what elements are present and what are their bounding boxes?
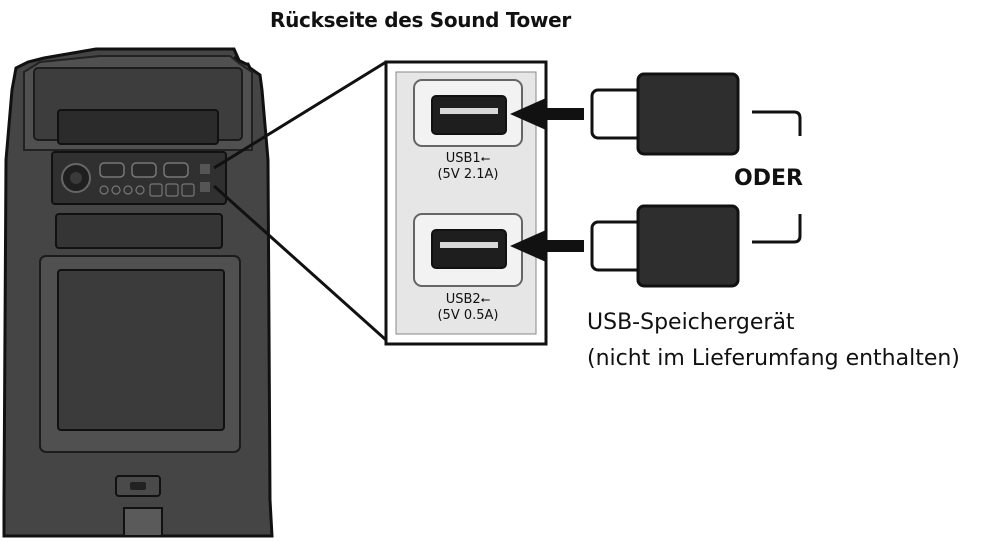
sound-tower — [2, 47, 274, 538]
tower-mid-slot — [55, 213, 223, 249]
usb2-spec: (5V 0.5A) — [437, 308, 499, 323]
usb2-label: USB2⭠ (5V 0.5A) — [432, 291, 504, 324]
tower-speaker-grille — [57, 269, 225, 431]
usb-callout-panel — [384, 60, 548, 346]
usb-stick-top — [590, 72, 740, 156]
device-label-line1: USB-Speichergerät — [587, 310, 795, 335]
tower-handle-slot — [57, 109, 219, 145]
or-bracket — [752, 110, 802, 244]
usb1-label: USB1⭠ (5V 2.1A) — [432, 150, 504, 183]
usb1-spec: (5V 2.1A) — [437, 167, 499, 182]
diagram-title: Rückseite des Sound Tower — [270, 8, 571, 32]
or-label: ODER — [734, 166, 803, 191]
usb1-name: USB1 — [445, 151, 481, 166]
usb2-port — [431, 229, 507, 269]
usb2-name: USB2 — [445, 292, 481, 307]
usb-symbol-icon: ⭠ — [480, 292, 491, 306]
device-label-line2: (nicht im Lieferumfang enthalten) — [587, 346, 960, 371]
callout-lines — [212, 60, 388, 342]
usb-stick-bottom — [590, 204, 740, 288]
usb1-port — [431, 95, 507, 135]
usb-symbol-icon: ⭠ — [480, 151, 491, 165]
arrow-left-icon — [510, 98, 584, 262]
